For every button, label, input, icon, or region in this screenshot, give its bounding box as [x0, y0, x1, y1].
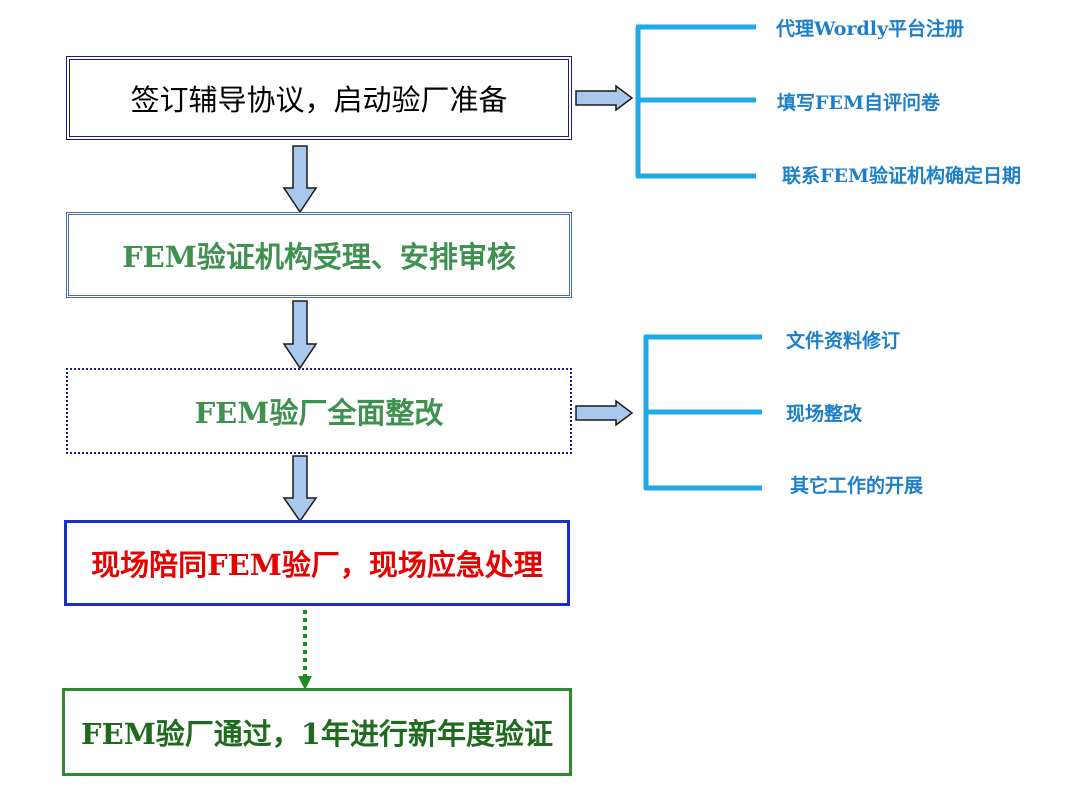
step-1-box: 签订辅导协议，启动验厂准备	[66, 56, 572, 140]
branch-2-item-2: 现场整改	[786, 403, 863, 425]
step-4-box: 现场陪同FEM验厂，现场应急处理	[64, 520, 570, 606]
down-arrow-1-2	[282, 145, 318, 214]
branch-bracket-2	[643, 334, 762, 491]
branch-1-item-3: 联系FEM验证机构确定日期	[782, 165, 1022, 187]
step-3-box: FEM验厂全面整改	[66, 368, 572, 454]
branch-2-item-1: 文件资料修订	[786, 330, 901, 352]
step-3-label: FEM验厂全面整改	[194, 396, 444, 430]
step-5-label: FEM验厂通过，1年进行新年度验证	[81, 717, 553, 751]
dotted-arrow-4-5-head	[298, 676, 312, 690]
step-4-label: 现场陪同FEM验厂，现场应急处理	[91, 548, 543, 582]
branch-1-item-1: 代理Wordly平台注册	[776, 18, 965, 40]
step-2-box: FEM验证机构受理、安排审核	[66, 212, 572, 298]
right-arrow-2	[575, 399, 634, 427]
right-arrow-1	[575, 84, 634, 112]
down-arrow-3-4	[282, 455, 318, 523]
step-5-box: FEM验厂通过，1年进行新年度验证	[62, 688, 572, 776]
step-1-label: 签订辅导协议，启动验厂准备	[130, 83, 508, 117]
step-2-label: FEM验证机构受理、安排审核	[122, 240, 516, 274]
branch-2-item-3: 其它工作的开展	[790, 475, 924, 497]
branch-bracket-1	[635, 24, 756, 179]
branch-1-item-2: 填写FEM自评问卷	[777, 92, 941, 114]
down-arrow-2-3	[282, 300, 318, 370]
